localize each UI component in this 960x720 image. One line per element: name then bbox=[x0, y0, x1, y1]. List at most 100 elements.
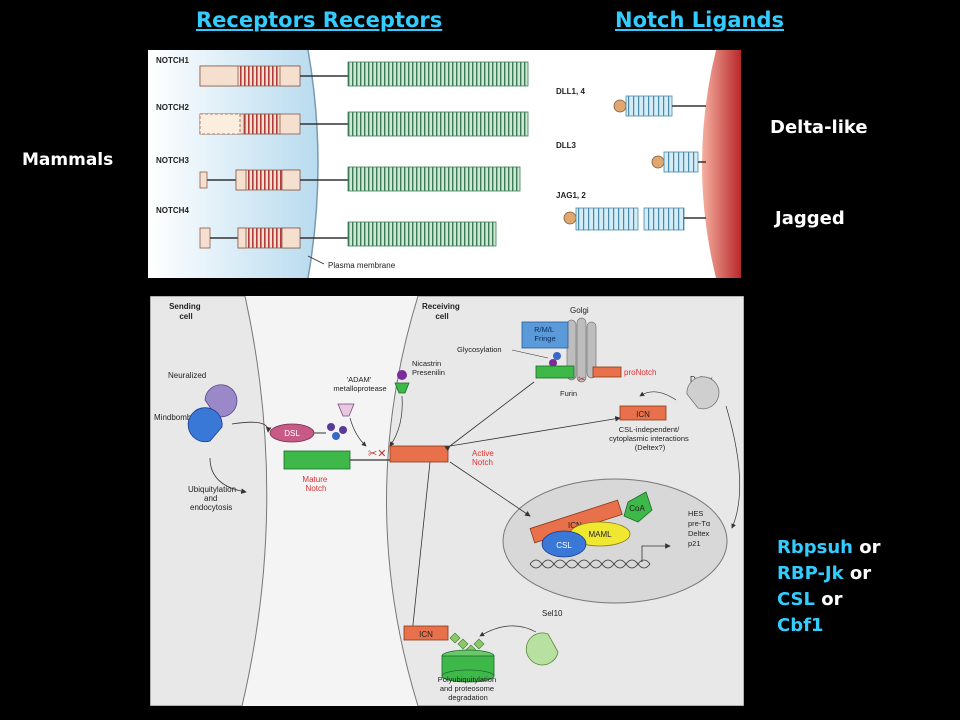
dll3-ligand: DLL3 bbox=[556, 141, 706, 173]
transcription-arrow bbox=[641, 543, 671, 562]
notch-pathway-diagram: Sending cell Receiving cell Golgi R/M/L … bbox=[149, 295, 745, 707]
nicastrin-icon bbox=[397, 370, 407, 380]
golgi: Golgi bbox=[566, 306, 597, 383]
icn-cytoplasmic-label: ICN bbox=[636, 410, 650, 419]
glycan-icon bbox=[327, 423, 335, 431]
degradation-line: Polyubiquitylation bbox=[438, 675, 496, 684]
active-notch-line: Active bbox=[472, 449, 494, 458]
ubiquitylation-label: Ubiquitylation and endocytosis bbox=[188, 485, 238, 512]
plasma-membrane bbox=[307, 49, 319, 279]
sending-cell-line: Sending bbox=[169, 302, 201, 311]
glycan-icon bbox=[339, 426, 347, 434]
csl-synonym-name: Rbpsuh bbox=[777, 537, 853, 558]
icn-cytoplasmic bbox=[619, 405, 667, 421]
ubiquitylation-line: Ubiquitylation bbox=[188, 485, 236, 494]
jag1-2-ligand: JAG1, 2 bbox=[556, 191, 706, 231]
target-genes-line: Deltex bbox=[688, 529, 710, 538]
icn-nuclear-label: ICN bbox=[568, 521, 582, 530]
icn-degradation-label: ICN bbox=[419, 630, 433, 639]
fringe-box bbox=[521, 321, 569, 349]
maml-label: MAML bbox=[588, 530, 612, 539]
csl-synonym-name: Cbf1 bbox=[777, 615, 824, 636]
ligand-cell bbox=[702, 50, 741, 278]
sel10-label: Sel10 bbox=[542, 609, 563, 618]
receptor-cell bbox=[148, 50, 318, 278]
nicastrin-label: Nicastrin Presenilin bbox=[412, 359, 445, 377]
receiving-cell-label: Receiving cell bbox=[422, 302, 462, 321]
neuralized-label: Neuralized bbox=[168, 371, 206, 380]
csl-icon bbox=[541, 530, 587, 558]
neuralized-icon bbox=[204, 384, 238, 418]
csl-independent-line: CSL-independent/ bbox=[619, 425, 680, 434]
fringe-label: R/M/L Fringe bbox=[534, 325, 556, 343]
golgi-label: Golgi bbox=[570, 306, 589, 315]
notch3-receptor: NOTCH3 bbox=[156, 156, 521, 192]
csl-synonym-row: Cbf1 bbox=[777, 613, 881, 639]
dll1-4-ligand: DLL1, 4 bbox=[556, 87, 706, 117]
csl-independent-line: (Deltex?) bbox=[635, 443, 666, 452]
csl-independent-label: CSL-independent/ cytoplasmic interaction… bbox=[609, 425, 691, 452]
glycan-icon bbox=[553, 352, 561, 360]
csl-synonym-suffix: or bbox=[852, 537, 881, 558]
notch4-receptor: NOTCH4 bbox=[156, 206, 497, 249]
csl-synonym-name: CSL bbox=[777, 589, 815, 610]
active-notch bbox=[389, 445, 449, 463]
mammals-label: Mammals bbox=[22, 150, 114, 170]
target-genes-line: HES bbox=[688, 509, 703, 518]
csl-synonym-row: RBP-Jk or bbox=[777, 561, 881, 587]
sel10-icon bbox=[525, 632, 559, 666]
dsl-label: DSL bbox=[284, 429, 300, 438]
target-genes-line: p21 bbox=[688, 539, 701, 548]
icn-degradation bbox=[403, 625, 449, 641]
active-notch-label: Active Notch bbox=[472, 449, 496, 467]
ligand-label: DLL1, 4 bbox=[556, 87, 585, 96]
coa-label: CoA bbox=[629, 504, 645, 513]
glycan-icon bbox=[549, 359, 557, 367]
fringe-line: R/M/L bbox=[534, 325, 554, 334]
receiving-cell-line: Receiving bbox=[422, 302, 460, 311]
csl-synonym-row: CSL or bbox=[777, 587, 881, 613]
adam-line: 'ADAM' bbox=[347, 375, 372, 384]
ubiquitylation-line: endocytosis bbox=[190, 503, 232, 512]
csl-synonym-row: Rbpsuh or bbox=[777, 535, 881, 561]
mature-notch-line: Notch bbox=[306, 484, 327, 493]
nicastrin-line: Presenilin bbox=[412, 368, 445, 377]
dna-strand bbox=[529, 559, 651, 569]
ubiquitylation-line: and bbox=[204, 494, 217, 503]
golgi-notch-icd bbox=[592, 366, 622, 378]
receptor-label: NOTCH1 bbox=[156, 56, 189, 65]
csl-label: CSL bbox=[556, 541, 572, 550]
delta-like-label: Delta-like bbox=[770, 117, 868, 138]
plasma-membrane-label: Plasma membrane bbox=[328, 261, 396, 270]
degradation-line: and proteosome bbox=[440, 684, 494, 693]
degradation-label: Polyubiquitylation and proteosome degrad… bbox=[438, 675, 498, 702]
ligand-label: JAG1, 2 bbox=[556, 191, 586, 200]
pronotch-label: proNotch bbox=[624, 368, 656, 377]
ligand-label: DLL3 bbox=[556, 141, 577, 150]
cleavage-icon: ✂✕ bbox=[368, 448, 386, 460]
notch1-receptor: NOTCH1 bbox=[156, 56, 529, 87]
ligands-heading: Notch Ligands bbox=[615, 8, 785, 32]
notch-pathway-panel: Sending cell Receiving cell Golgi R/M/L … bbox=[149, 295, 745, 707]
golgi-notch-ecd bbox=[535, 365, 575, 379]
csl-independent-line: cytoplasmic interactions bbox=[609, 434, 689, 443]
active-notch-line: Notch bbox=[472, 458, 493, 467]
mindbomb-label: Mindbomb bbox=[154, 413, 192, 422]
receptors-heading: Receptors Receptors bbox=[196, 8, 443, 32]
sending-cell-label: Sending cell bbox=[169, 302, 203, 321]
receptor-label: NOTCH4 bbox=[156, 206, 189, 215]
target-genes-label: HES pre-Tα Deltex p21 bbox=[688, 509, 712, 548]
receptor-label: NOTCH3 bbox=[156, 156, 189, 165]
degradation-line: degradation bbox=[448, 693, 488, 702]
glycosylation-label: Glycosylation bbox=[457, 345, 502, 354]
coa-icon bbox=[623, 491, 653, 523]
csl-synonyms: Rbpsuh or RBP-Jk or CSL or Cbf1 bbox=[777, 535, 881, 639]
adam-icon bbox=[337, 403, 355, 417]
jagged-label: Jagged bbox=[775, 208, 845, 229]
csl-synonym-name: RBP-Jk bbox=[777, 563, 844, 584]
adam-label: 'ADAM' metalloprotease bbox=[333, 375, 386, 393]
fringe-line: Fringe bbox=[534, 334, 555, 343]
mature-notch-ecd bbox=[283, 450, 351, 470]
csl-synonym-suffix: or bbox=[843, 563, 872, 584]
mature-notch-line: Mature bbox=[302, 475, 327, 484]
